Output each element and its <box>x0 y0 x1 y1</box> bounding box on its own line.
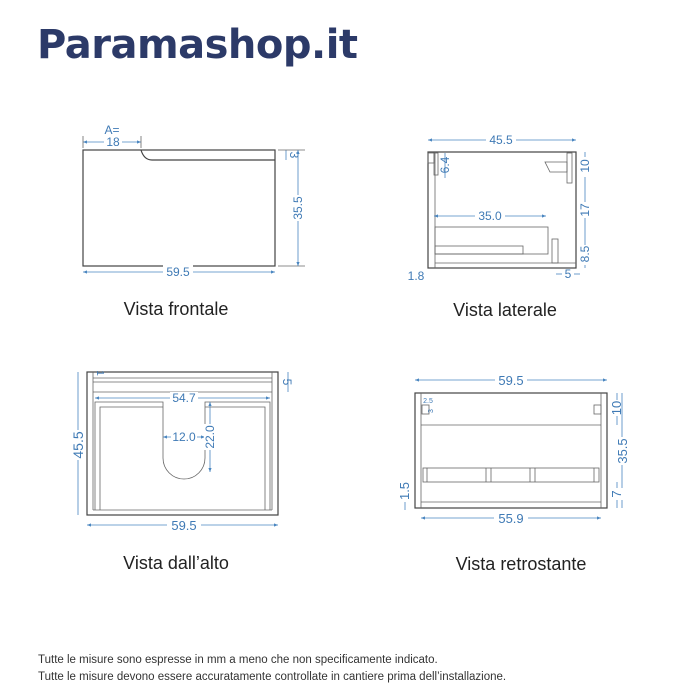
back-cabinet-outline <box>414 392 608 509</box>
dim-depth: 45.5 <box>489 133 513 147</box>
dim-width: 59.5 <box>166 265 190 279</box>
dim-notch: 3 <box>287 152 301 159</box>
caption-top-view: Vista dall’alto <box>123 553 229 573</box>
dim-a-value: 18 <box>106 135 120 149</box>
side-view: 45.5 6.4 35.0 10 17 8.5 1.8 5 <box>408 133 592 283</box>
dim-cutout-width: 12.0 <box>172 430 196 444</box>
dim-drawer-depth: 35.0 <box>478 209 502 223</box>
dim-hanger-y: 3 <box>428 409 435 413</box>
dim-h-bottom: 8.5 <box>578 245 592 262</box>
dim-back-h-bottom: 7 <box>609 490 624 497</box>
dim-h-mid: 17 <box>578 203 592 217</box>
front-view: A= 18 3 35.5 59.5 <box>82 123 305 279</box>
dim-h-top: 10 <box>578 159 592 173</box>
dim-back-gap: 5 <box>565 267 572 281</box>
dim-height: 35.5 <box>291 196 305 220</box>
dim-back-inner-width: 55.9 <box>498 511 523 526</box>
top-view: 45.5 1 5 54.7 12.0 22.0 59.5 <box>70 370 294 533</box>
footer-note-units: Tutte le misure sono espresse in mm a me… <box>38 654 438 666</box>
caption-back-view: Vista retrostante <box>455 554 587 574</box>
footer-note-verify: Tutte le misure devono essere accuratame… <box>38 671 507 683</box>
front-cabinet-outline <box>82 149 276 267</box>
dim-back-width: 59.5 <box>498 373 523 388</box>
dim-back-strip: 5 <box>280 379 294 386</box>
dim-top-width: 59.5 <box>171 518 196 533</box>
dim-back-base: 1.5 <box>397 482 412 500</box>
dim-back-height: 35.5 <box>615 438 630 463</box>
back-view: 2.5 3 59.5 10 35.5 7 1.5 55.9 <box>397 373 630 526</box>
hanger-bracket-right <box>593 404 602 415</box>
dim-inner-width: 54.7 <box>172 391 196 405</box>
front-handle-groove <box>140 149 275 161</box>
dim-back-h-top: 10 <box>609 401 624 415</box>
dim-hanger-x: 2.5 <box>423 398 433 405</box>
dim-a-label: A= <box>104 123 119 137</box>
dim-top-offset: 6.4 <box>438 156 452 173</box>
dim-cutout-depth: 22.0 <box>203 425 217 449</box>
dim-top-depth: 45.5 <box>70 431 86 458</box>
top-cabinet-outline <box>86 371 279 516</box>
caption-front-view: Vista frontale <box>123 299 229 319</box>
dim-panel: 1.8 <box>408 269 425 283</box>
hanger-bracket-left <box>421 404 430 415</box>
dim-side-gap: 1 <box>94 370 105 376</box>
side-cabinet-outline <box>427 151 577 269</box>
brand-logo-text: Paramashop.it <box>37 22 358 68</box>
caption-side-view: Vista laterale <box>453 300 557 320</box>
